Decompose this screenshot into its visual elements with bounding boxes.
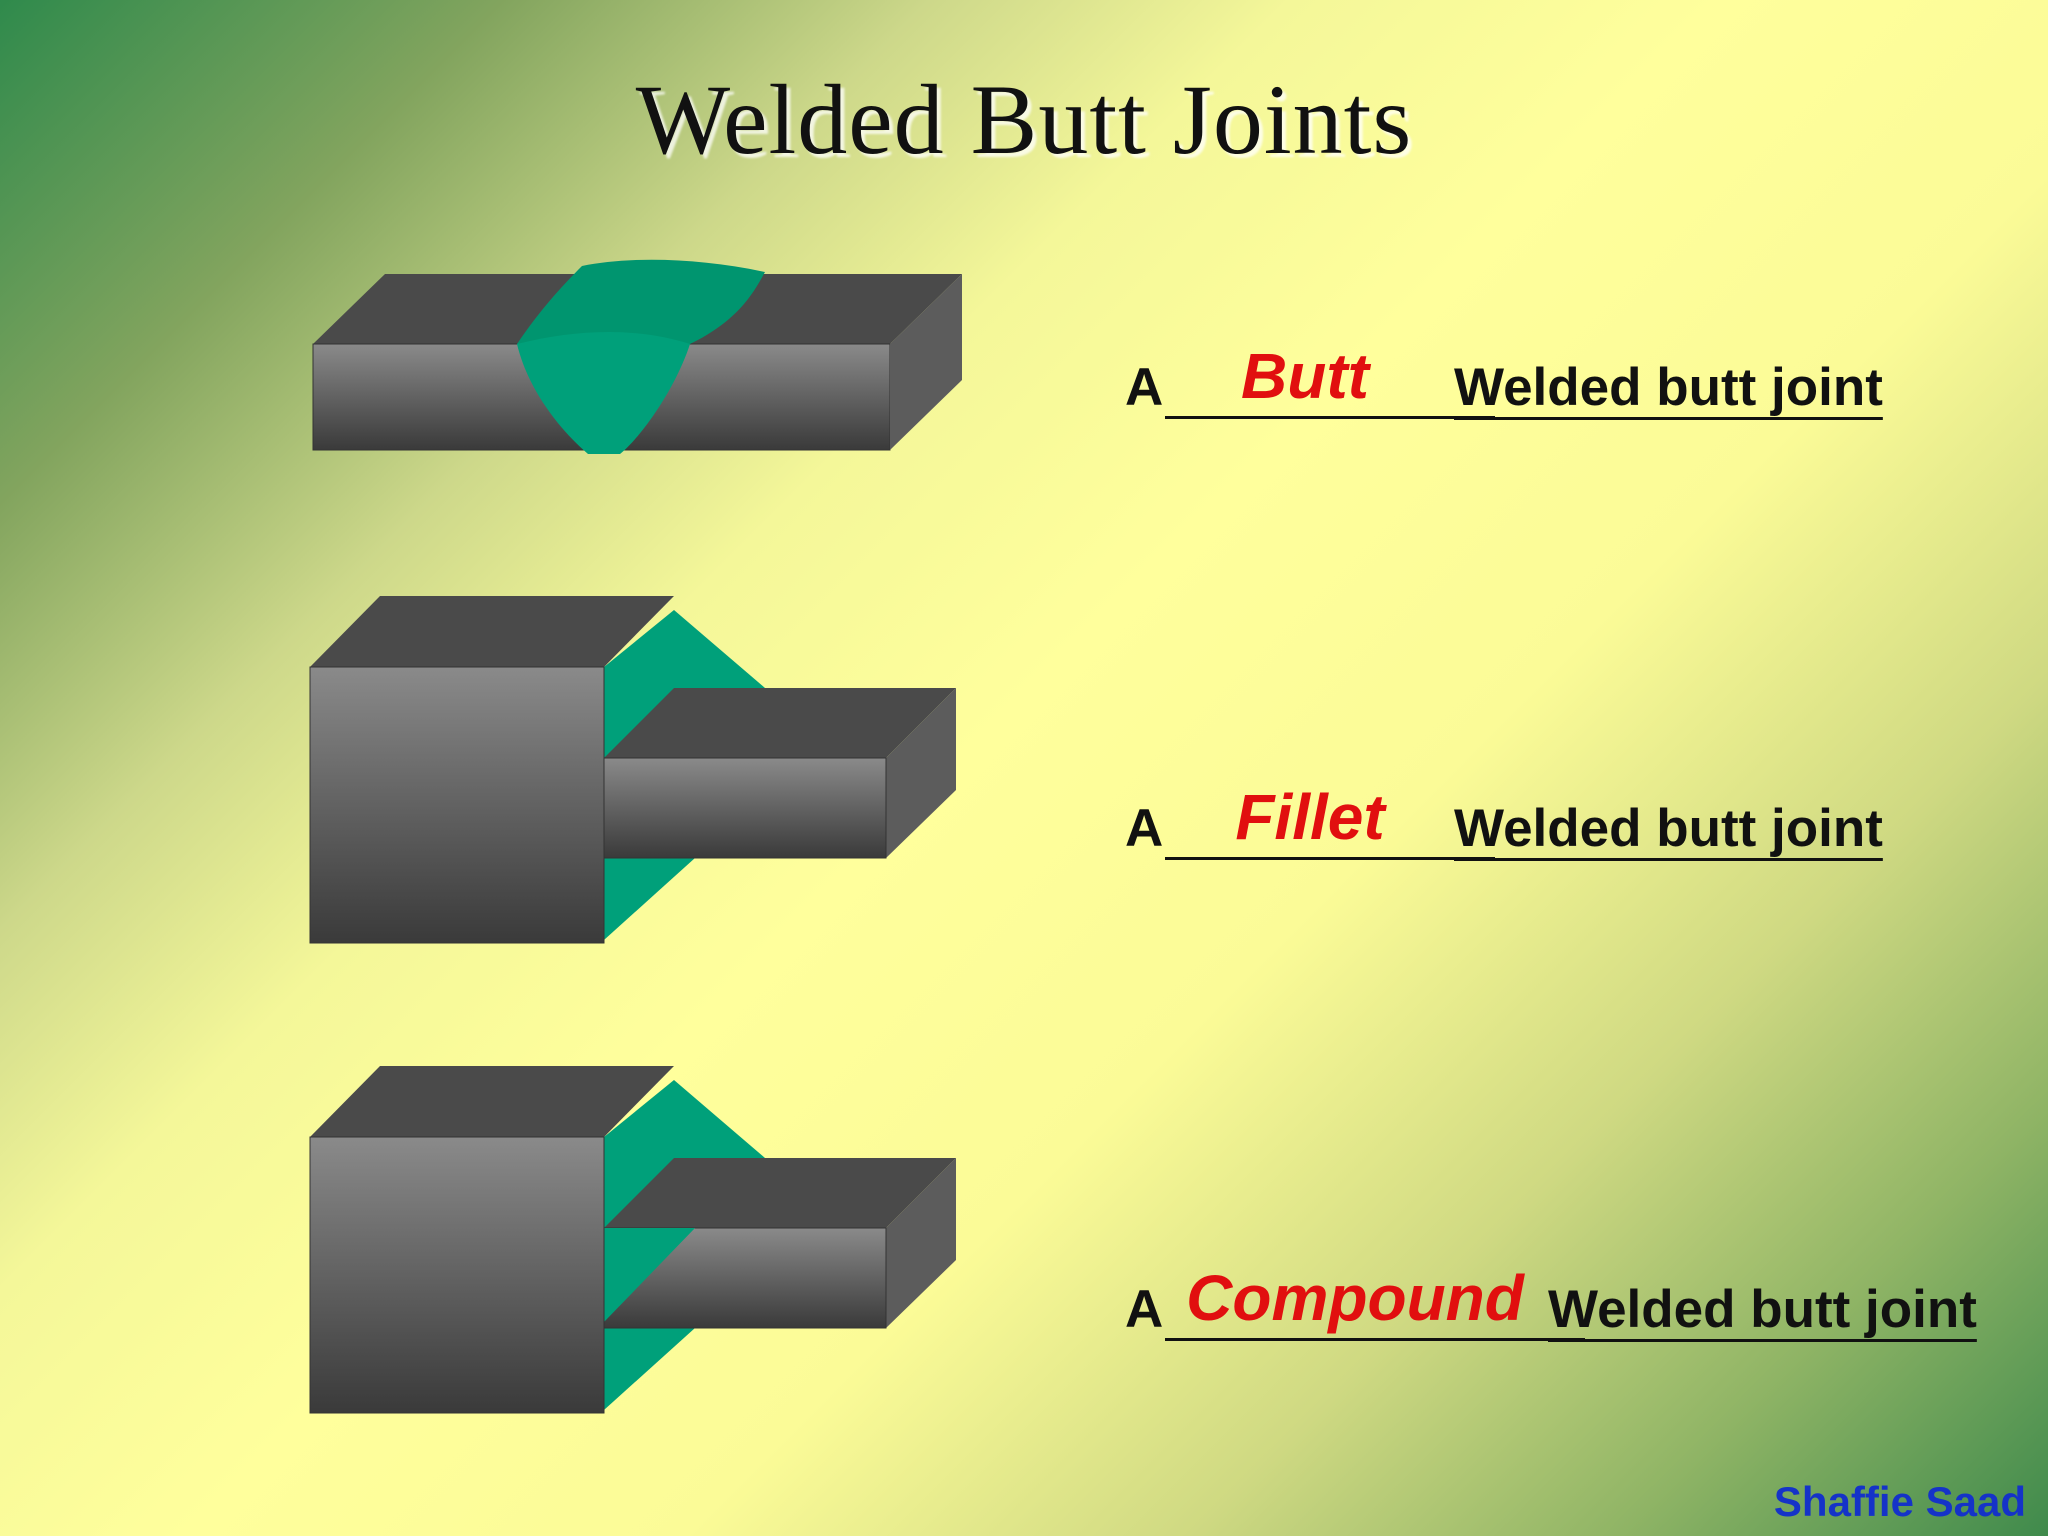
plate-side-face: [890, 274, 962, 450]
caption-suffix: Welded butt joint: [1454, 799, 1883, 858]
caption-fillet: A Fillet Welded butt joint: [1125, 781, 1925, 876]
thick-plate-front: [309, 666, 605, 944]
caption-blank-line: [1165, 416, 1495, 419]
compound-weld-diagram: [309, 1066, 956, 1414]
compound-weld-groove: [604, 1228, 695, 1322]
author-credit: Shaffie Saad: [1773, 1478, 2026, 1525]
weld-bead-top: [517, 259, 765, 344]
fillet-weld-diagram: [309, 596, 956, 944]
joint-type-label: Compound: [1186, 1262, 1524, 1334]
caption-blank-line: [1165, 1338, 1585, 1341]
caption-article: A: [1125, 799, 1164, 858]
caption-suffix: Welded butt joint: [1548, 1280, 1977, 1339]
caption-compound: A Compound Welded butt joint: [1125, 1262, 2025, 1357]
slide-title: Welded Butt Joints: [635, 64, 1413, 175]
butt-weld-diagram: [312, 259, 962, 454]
caption-blank-line: [1165, 857, 1495, 860]
fillet-weld-lower: [604, 858, 695, 940]
joint-type-label: Fillet: [1235, 781, 1385, 853]
caption-butt: A Butt Welded butt joint: [1125, 340, 1925, 435]
caption-suffix: Welded butt joint: [1454, 358, 1883, 417]
weld-cross-section: [517, 332, 690, 454]
caption-article: A: [1125, 1280, 1164, 1339]
compound-weld-lower: [604, 1328, 695, 1410]
caption-article: A: [1125, 358, 1164, 417]
joint-type-label: Butt: [1241, 340, 1369, 412]
